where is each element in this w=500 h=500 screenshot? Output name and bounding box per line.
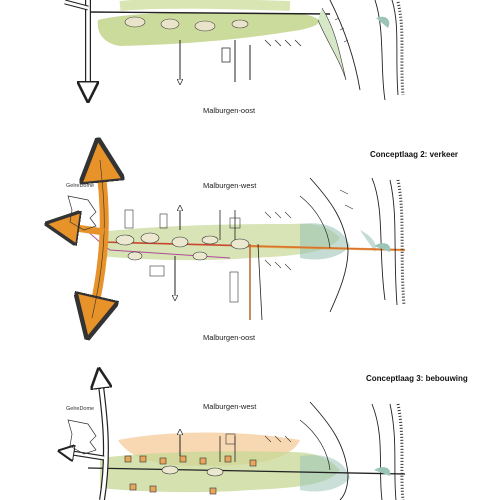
highway-branch (62, 226, 105, 232)
panel-3-map (66, 378, 406, 500)
malburgen-west-label: Malburgen-west (203, 181, 257, 190)
main-road (87, 11, 331, 15)
main-road (87, 467, 406, 475)
malburgen-oost-label: Malburgen-oost (203, 106, 256, 115)
gelredome-outline (67, 419, 97, 455)
green-corridor (100, 223, 340, 261)
river-hatch (396, 403, 405, 500)
concept-layer-caption: Conceptlaag 2: verkeer (370, 150, 459, 159)
gelredome-outline (67, 195, 97, 231)
river-hatch (396, 1, 405, 96)
gelredome-label: GelreDome (66, 406, 95, 412)
concept-layer-caption: Conceptlaag 3: bebouwing (366, 374, 468, 383)
malburgen-oost-label: Malburgen-oost (203, 333, 256, 342)
gelredome-label: GelreDome (66, 183, 95, 189)
malburgen-west-label: Malburgen-west (203, 402, 257, 411)
river-hatch (396, 179, 406, 306)
panel-1-map (64, 0, 405, 100)
panel-2-map (62, 160, 406, 320)
